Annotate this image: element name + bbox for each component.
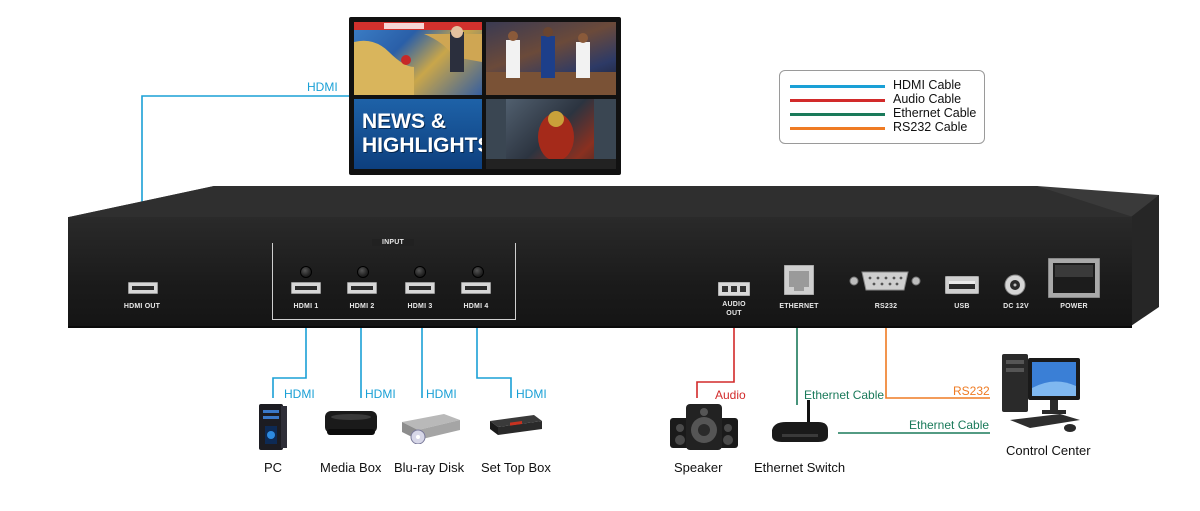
cable-label-rs232: RS232 [953,384,990,398]
rs232-cable [885,312,990,399]
power-label: POWER [1060,303,1088,310]
rs232-label: RS232 [874,303,898,310]
dc-power-jack[interactable] [1004,274,1026,296]
legend-swatch-rs232 [790,127,885,130]
legend-item-rs232: RS232 Cable [790,120,980,135]
input-1-screw [300,266,312,278]
ethernet-label: ETHERNET [779,303,819,310]
hdmi-2-port[interactable] [347,282,377,294]
legend-label-ethernet: Ethernet Cable [893,106,977,120]
hdmi-4-label: HDMI 4 [463,303,489,310]
dc-label: DC 12V [1003,303,1029,310]
legend-item-audio: Audio Cable [790,92,980,107]
cable-label-stb-hdmi: HDMI [516,387,547,401]
movie-graphic [486,99,616,169]
media-box-icon [325,411,377,435]
desktop-computer-icon [1002,354,1080,432]
device-label-set-top-box: Set Top Box [481,460,551,475]
cable-legend: HDMI Cable Audio Cable Ethernet Cable RS… [779,70,985,144]
tv-basketball-feed [486,22,616,95]
chassis-side [1131,195,1159,326]
hdmi-3-port[interactable] [405,282,435,294]
input-4-screw [472,266,484,278]
ethernet-port[interactable] [784,265,814,295]
speaker-icon [670,404,738,450]
legend-item-hdmi: HDMI Cable [790,78,980,93]
tv-headline-line2: HIGHLIGHTS [362,134,482,157]
input-3-screw [414,266,426,278]
legend-item-ethernet: Ethernet Cable [790,106,980,121]
tv-screen-icon: NEWS & HIGHLIGHTS [349,17,621,175]
cable-label-switch-ethernet: Ethernet Cable [804,388,885,402]
legend-label-rs232: RS232 Cable [893,120,968,134]
audio-out-label-line1: AUDIO [722,301,746,308]
set-top-box-icon [490,415,542,435]
legend-label-audio: Audio Cable [893,92,962,106]
usb-port[interactable] [945,276,979,294]
device-label-ethernet-switch: Ethernet Switch [754,460,846,475]
hdmi-4-port[interactable] [461,282,491,294]
bluray-player-icon [402,414,460,444]
hdmi-1-port[interactable] [291,282,321,294]
input-2-screw [357,266,369,278]
audio-cable [696,318,735,398]
cable-label-control-ethernet: Ethernet Cable [909,418,990,432]
legend-swatch-hdmi [790,85,885,88]
hdmi-out-port[interactable] [128,282,158,294]
hdmi-cable-pc [272,318,307,398]
hdmi-2-label: HDMI 2 [349,303,375,310]
tv-headline-line1: NEWS & [362,110,446,133]
device-label-speaker: Speaker [674,460,723,475]
usb-label: USB [954,303,970,310]
router-icon [772,400,828,442]
chassis-top [69,186,1159,217]
basketball-graphic [486,27,616,95]
legend-label-hdmi: HDMI Cable [893,78,962,92]
device-label-bluray: Blu-ray Disk [394,460,465,475]
audio-out-port[interactable] [718,282,750,296]
pc-tower-icon [259,404,287,450]
input-group-frame [272,243,516,320]
legend-swatch-audio [790,99,885,102]
hdmi-cable-stb [476,318,512,398]
device-label-control-center: Control Center [1006,443,1091,458]
weather-map-graphic [354,22,482,95]
cable-label-pc-hdmi: HDMI [284,387,315,401]
cable-label-tv-hdmi: HDMI [307,80,338,94]
hdmi-1-label: HDMI 1 [293,303,319,310]
cable-label-media-hdmi: HDMI [365,387,396,401]
audio-out-label-line2: OUT [726,310,742,317]
device-label-media-box: Media Box [320,460,382,475]
hdmi-3-label: HDMI 3 [407,303,433,310]
power-switch[interactable] [1048,258,1100,298]
cable-label-audio: Audio [715,388,746,402]
device-label-pc: PC [264,460,283,475]
legend-swatch-ethernet [790,113,885,116]
tv-weather-feed [354,22,482,95]
hdmi-out-label: HDMI OUT [123,303,161,310]
rs232-port[interactable] [848,270,922,292]
tv-news-feed: NEWS & HIGHLIGHTS [354,99,482,169]
matrix-rear-panel [68,217,1132,328]
input-group-label: INPUT [372,239,414,246]
cable-label-bluray-hdmi: HDMI [426,387,457,401]
tv-movie-feed [486,99,616,169]
